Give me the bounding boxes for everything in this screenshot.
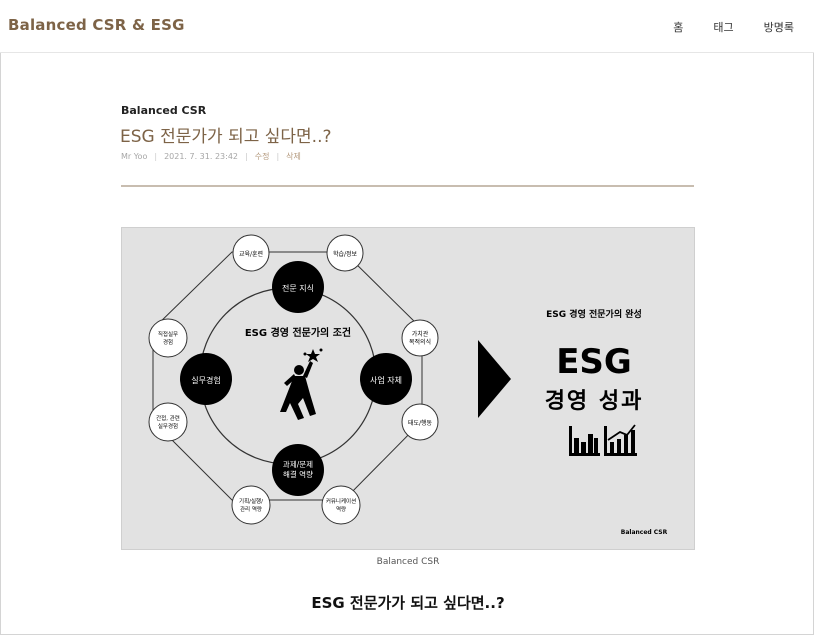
core-node-label: 실무경험 <box>191 375 220 385</box>
core-node: 사업 자체 <box>360 353 412 405</box>
site-logo[interactable]: Balanced CSR & ESG <box>8 16 185 34</box>
svg-text:관리 역량: 관리 역량 <box>240 505 262 513</box>
core-node: 전문 지식 <box>272 261 324 313</box>
core-node-label-line1: 과제/문제 <box>283 460 313 469</box>
svg-text:간접, 관련: 간접, 관련 <box>156 414 180 422</box>
svg-text:커뮤니케이션: 커뮤니케이션 <box>326 497 356 505</box>
person-reaching-star-icon <box>280 348 323 420</box>
outer-node: 직접실무 경험 <box>148 318 188 358</box>
core-node: 과제/문제 해결 역량 <box>272 444 324 496</box>
esg-big-subtitle: 경영 성과 <box>545 389 644 414</box>
outer-node: 커뮤니케이션 역량 <box>321 485 361 525</box>
title-divider <box>121 185 694 187</box>
esg-diagram-figure: 전문 지식 사업 자체 과제/문제 해결 역량 실무경험 교육/훈련 학습/정보… <box>121 227 695 550</box>
core-node-label-line2: 해결 역량 <box>283 469 313 479</box>
post-meta: Mr Yoo | 2021. 7. 31. 23:42 | 수정 | 삭제 <box>121 151 301 162</box>
center-title: ESG 경영 전문가의 조건 <box>245 326 351 339</box>
esg-big-title: ESG <box>556 342 632 382</box>
outer-node-label: 태도/행동 <box>408 419 433 427</box>
outer-node-label: 학습/정보 <box>333 250 358 258</box>
nav-home[interactable]: 홈 <box>673 21 684 34</box>
main-nav: 홈 태그 방명록 <box>643 19 794 35</box>
post-title: ESG 전문가가 되고 싶다면..? <box>120 127 332 147</box>
core-node-label: 전문 지식 <box>282 283 314 293</box>
outer-node-label: 교육/훈련 <box>239 250 263 258</box>
meta-separator: | <box>154 152 158 161</box>
play-arrow-icon <box>478 340 511 418</box>
section-heading: ESG 전문가가 되고 싶다면..? <box>311 594 505 612</box>
outer-node: 학습/정보 <box>326 234 364 272</box>
nav-guestbook[interactable]: 방명록 <box>763 21 794 34</box>
edit-link[interactable]: 수정 <box>254 152 270 161</box>
bar-chart-icon <box>569 426 600 456</box>
site-header: Balanced CSR & ESG 홈 태그 방명록 <box>0 0 814 53</box>
esg-diagram: 전문 지식 사업 자체 과제/문제 해결 역량 실무경험 교육/훈련 학습/정보… <box>148 234 668 536</box>
nav-tags[interactable]: 태그 <box>713 21 734 34</box>
delete-link[interactable]: 삭제 <box>286 152 301 161</box>
outer-node: 태도/행동 <box>401 403 439 441</box>
svg-text:역량: 역량 <box>336 505 346 513</box>
outer-node: 교육/훈련 <box>232 234 270 272</box>
post-author: Mr Yoo <box>121 152 148 161</box>
post-date: 2021. 7. 31. 23:42 <box>164 152 239 161</box>
right-title: ESG 경영 전문가의 완성 <box>546 308 642 320</box>
outer-node: 간접, 관련 실무경험 <box>148 402 188 442</box>
trend-chart-icon <box>604 424 637 456</box>
figure-watermark: Balanced CSR <box>621 529 668 536</box>
svg-text:가치관: 가치관 <box>412 330 429 338</box>
outer-node: 기획/실행/ 관리 역량 <box>231 485 271 525</box>
svg-text:경험: 경험 <box>163 339 173 346</box>
svg-text:실무경험: 실무경험 <box>158 422 178 430</box>
core-node: 실무경험 <box>180 353 232 405</box>
meta-separator: | <box>245 152 248 161</box>
outer-node: 가치관 목적의식 <box>401 319 439 357</box>
svg-text:목적의식: 목적의식 <box>409 338 431 346</box>
post-category[interactable]: Balanced CSR <box>121 104 207 117</box>
meta-separator: | <box>276 152 280 161</box>
figure-caption: Balanced CSR <box>376 557 440 567</box>
svg-text:기획/실행/: 기획/실행/ <box>239 497 263 505</box>
svg-text:직접실무: 직접실무 <box>158 330 178 338</box>
core-node-label: 사업 자체 <box>370 375 402 385</box>
